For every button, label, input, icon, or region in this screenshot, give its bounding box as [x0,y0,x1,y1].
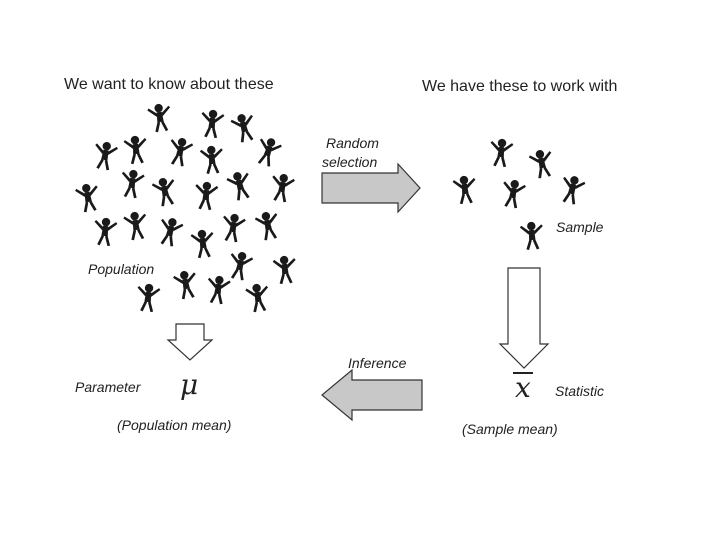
parameter-label: Parameter [75,379,141,395]
person-icon [219,212,247,244]
statistic-label: Statistic [555,383,605,399]
person-icon [268,172,296,204]
population-crowd [74,102,298,314]
person-icon [91,140,119,172]
inference-label: Inference [348,355,407,371]
person-icon [199,108,225,139]
person-icon [123,134,149,165]
person-icon [155,215,185,249]
person-icon [557,173,587,207]
person-icon [150,175,180,208]
population-down-arrow [166,323,214,361]
random-label-line1: Random [326,135,379,151]
person-icon [272,254,298,285]
person-icon [225,249,255,282]
population-heading: We want to know about these [64,76,274,93]
person-icon [190,228,216,259]
statistic-symbol: x [513,371,533,404]
person-icon [488,137,514,168]
sample-down-arrow [498,267,550,369]
sample-mean-label: (Sample mean) [462,421,558,437]
person-icon [193,180,219,211]
person-icon [244,282,272,314]
person-icon [225,169,255,203]
person-icon [519,221,545,251]
person-icon [165,135,195,168]
person-icon [74,182,102,214]
population-mean-label: (Population mean) [117,417,232,433]
person-icon [135,282,161,313]
person-icon [199,145,225,175]
person-icon [253,209,283,242]
sample-heading: We have these to work with [422,78,618,95]
person-icon [172,269,200,301]
parameter-symbol: μ [180,368,199,401]
person-icon [452,174,478,205]
person-icon [204,274,232,306]
population-label: Population [88,261,155,277]
sample-label: Sample [556,219,604,235]
person-icon [252,134,284,169]
person-icon [122,210,150,242]
person-icon [229,111,259,145]
person-icon [499,178,527,210]
person-icon [118,168,146,200]
random-selection-arrow [321,162,421,214]
person-icon [527,147,557,180]
random-label-line2: selection [322,154,378,170]
person-icon [146,102,174,134]
inference-arrow [321,368,423,422]
person-icon [92,216,118,247]
